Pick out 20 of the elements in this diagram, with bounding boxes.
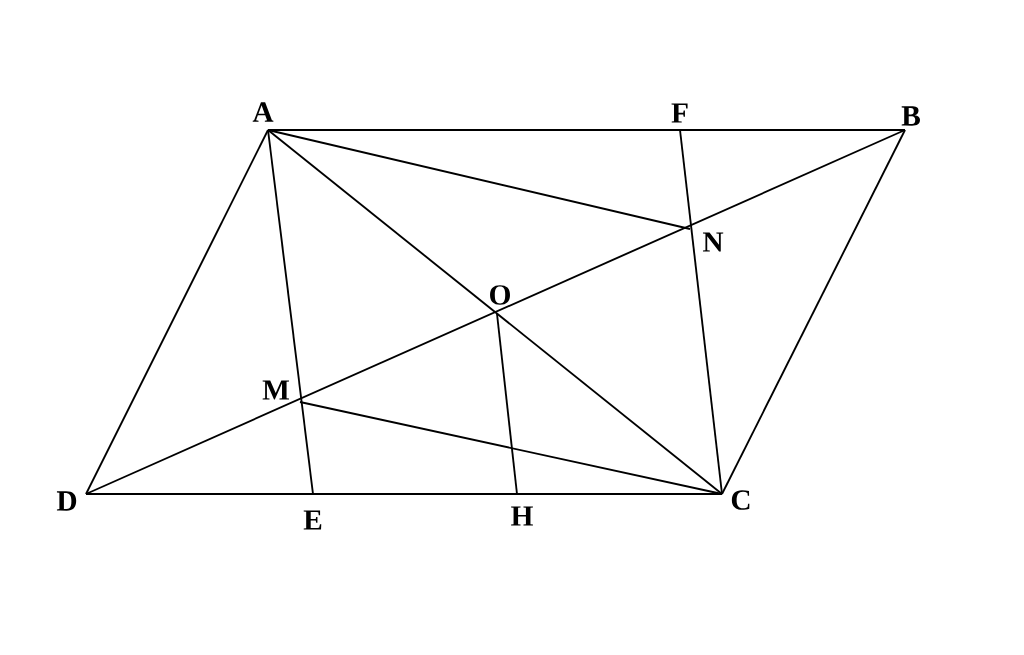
point-label: B [901,106,920,126]
line-segment [85,493,723,495]
line-segment [299,401,723,495]
point-label: E [303,510,322,530]
point-label: M [262,380,289,400]
line-segment [267,129,723,495]
line-segment [679,129,723,495]
point-label: N [703,232,724,252]
line-segment [496,313,518,495]
point-label: C [731,490,750,510]
point-label: H [511,506,533,526]
line-segment [267,129,314,495]
point-label: D [56,491,77,511]
point-label: A [252,102,274,122]
line-segment [267,129,906,131]
point-label: F [671,103,688,123]
line-segment [85,129,269,495]
point-label: O [490,285,510,305]
line-segment [85,129,906,495]
line-segment [721,129,906,495]
